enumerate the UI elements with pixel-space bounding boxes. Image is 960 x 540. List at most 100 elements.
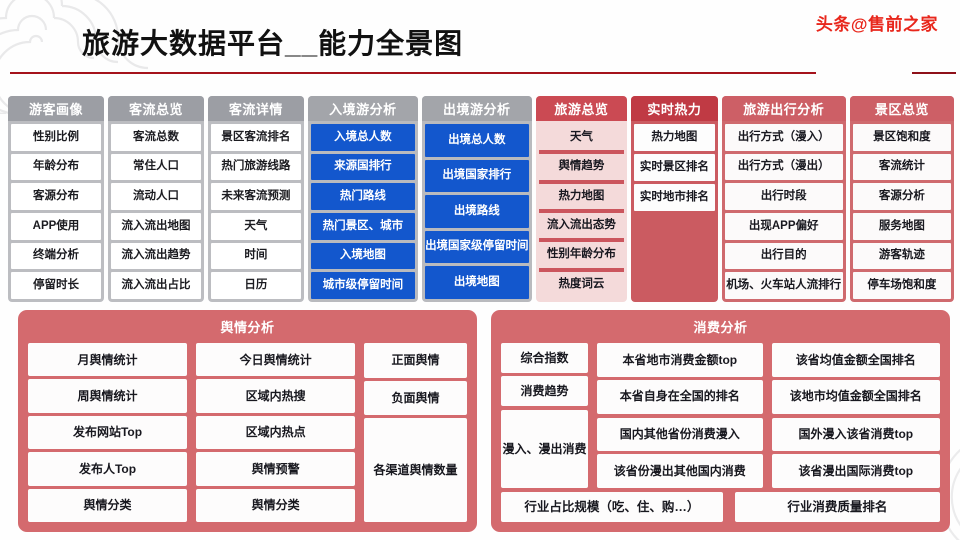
- capability-item[interactable]: 时间: [210, 242, 301, 270]
- capability-item[interactable]: 停留时长: [11, 272, 101, 300]
- capability-item[interactable]: 入境总人数: [310, 124, 415, 151]
- capability-item[interactable]: 热门旅游线路: [210, 153, 301, 181]
- capability-item[interactable]: 天气: [569, 131, 593, 144]
- capability-item[interactable]: 热门路线: [310, 183, 415, 211]
- opinion-item[interactable]: 区域内热搜: [196, 379, 356, 413]
- column-items: 入境总人数来源国排行热门路线热门景区、城市入境地图城市级停留时间: [308, 121, 418, 302]
- column-items: 客流总数常住人口流动人口流入流出地图流入流出趋势流入流出占比: [108, 121, 204, 302]
- capability-item[interactable]: 未来客流预测: [210, 183, 301, 211]
- capability-column: 旅游总览天气舆情趋势热力地图流入流出态势性别年龄分布热度词云: [535, 96, 628, 302]
- opinion-column-c: 正面舆情负面舆情各渠道舆情数量: [364, 343, 467, 522]
- capability-item[interactable]: 客源分布: [11, 183, 101, 211]
- capability-item[interactable]: 城市级停留时间: [310, 272, 415, 300]
- column-header: 旅游出行分析: [721, 96, 846, 121]
- opinion-item[interactable]: 正面舆情: [364, 343, 467, 378]
- consumption-item[interactable]: 该省漫出国际消费top: [771, 454, 940, 488]
- capability-item[interactable]: 热度词云: [538, 267, 625, 299]
- column-header: 景区总览: [849, 96, 954, 121]
- capability-item[interactable]: 天气: [210, 213, 301, 240]
- capability-item[interactable]: 流动人口: [110, 183, 201, 211]
- opinion-item[interactable]: 舆情分类: [196, 488, 356, 523]
- capability-item[interactable]: 实时地市排名: [634, 184, 715, 211]
- opinion-item[interactable]: 发布网站Top: [28, 415, 188, 450]
- capability-item[interactable]: 客源分析: [852, 183, 951, 211]
- column-items: 出境总人数出境国家排行出境路线出境国家级停留时间出境地图: [422, 121, 532, 302]
- header-divider-stub: [912, 72, 956, 74]
- opinion-item[interactable]: 发布人Top: [28, 452, 188, 486]
- column-header: 游客画像: [8, 96, 104, 121]
- capability-item[interactable]: 实时景区排名: [634, 154, 715, 181]
- consumption-item[interactable]: 该省均值金额全国排名: [771, 343, 940, 377]
- column-items: 出行方式（漫入）出行方式（漫出）出行时段出现APP偏好出行目的机场、火车站人流排…: [722, 121, 846, 302]
- consumption-item[interactable]: 本省自身在全国的排名: [597, 379, 763, 414]
- capability-item[interactable]: 性别年龄分布: [538, 238, 625, 269]
- capability-item[interactable]: 出境国家级停留时间: [424, 230, 529, 264]
- capability-item[interactable]: 出境路线: [424, 195, 529, 228]
- opinion-item[interactable]: 周舆情统计: [28, 379, 188, 413]
- column-header: 出境游分析: [421, 96, 532, 121]
- opinion-item[interactable]: 今日舆情统计: [196, 343, 356, 377]
- opinion-channel-count-cell[interactable]: 各渠道舆情数量: [364, 418, 467, 522]
- capability-item[interactable]: 出境国家排行: [424, 159, 529, 193]
- consumption-item[interactable]: 消费趋势: [501, 375, 588, 406]
- capability-item[interactable]: 热门景区、城市: [310, 213, 415, 240]
- consumption-item[interactable]: 国内其他省份消费漫入: [597, 417, 763, 452]
- consumption-item[interactable]: 本省地市消费金额top: [597, 343, 763, 377]
- capability-item[interactable]: 热力地图: [634, 124, 715, 151]
- opinion-item[interactable]: 区域内热点: [196, 415, 356, 450]
- consumption-roaming-cell[interactable]: 漫入、漫出消费: [501, 409, 588, 488]
- capability-item[interactable]: 日历: [210, 272, 301, 300]
- capability-column: 实时热力热力地图实时景区排名实时地市排名: [631, 96, 718, 302]
- capability-column: 旅游出行分析出行方式（漫入）出行方式（漫出）出行时段出现APP偏好出行目的机场、…: [721, 96, 846, 302]
- capability-item[interactable]: 常住人口: [110, 153, 201, 181]
- consumption-item[interactable]: 该省份漫出其他国内消费: [597, 454, 763, 488]
- capability-item[interactable]: 服务地图: [852, 213, 951, 240]
- capability-item[interactable]: 出现APP偏好: [724, 213, 843, 240]
- capability-item[interactable]: 流入流出趋势: [110, 242, 201, 270]
- capability-item[interactable]: 热力地图: [538, 179, 625, 211]
- capability-item[interactable]: 停车场饱和度: [852, 272, 951, 300]
- consumption-item[interactable]: 综合指数: [501, 343, 588, 373]
- opinion-item[interactable]: 舆情预警: [196, 452, 356, 486]
- opinion-item[interactable]: 负面舆情: [364, 380, 467, 416]
- capability-item[interactable]: 流入流出地图: [110, 213, 201, 240]
- capability-item[interactable]: 景区饱和度: [852, 124, 951, 151]
- capability-item[interactable]: 流入流出占比: [110, 272, 201, 300]
- capability-item[interactable]: 出行时段: [724, 183, 843, 211]
- capability-column: 客流详情景区客流排名热门旅游线路未来客流预测天气时间日历: [207, 96, 304, 302]
- capability-item[interactable]: 出行方式（漫出）: [724, 153, 843, 181]
- capability-item[interactable]: 流入流出态势: [538, 208, 625, 240]
- opinion-item[interactable]: 月舆情统计: [28, 343, 188, 377]
- capability-item[interactable]: 出境地图: [424, 266, 529, 299]
- page-title: 旅游大数据平台__能力全景图: [82, 28, 464, 59]
- column-header: 实时热力: [631, 96, 718, 121]
- opinion-item[interactable]: 舆情分类: [28, 488, 188, 523]
- capability-item[interactable]: 舆情趋势: [538, 150, 625, 181]
- capability-item[interactable]: 入境地图: [310, 242, 415, 270]
- capability-item[interactable]: 客流统计: [852, 153, 951, 181]
- capability-item[interactable]: 性别比例: [11, 124, 101, 151]
- capability-item[interactable]: 出行方式（漫入）: [724, 124, 843, 151]
- capability-item[interactable]: 游客轨迹: [852, 242, 951, 270]
- capability-item[interactable]: 出行目的: [724, 242, 843, 270]
- capability-item[interactable]: 年龄分布: [11, 153, 101, 181]
- consumption-item[interactable]: 国外漫入该省消费top: [771, 417, 940, 452]
- consumption-industry-item[interactable]: 行业占比规模（吃、住、购…）: [501, 492, 723, 522]
- consumption-right-top: 该省均值金额全国排名该地市均值金额全国排名: [771, 343, 940, 414]
- capability-item[interactable]: 景区客流排名: [210, 124, 301, 151]
- capability-column: 客流总览客流总数常住人口流动人口流入流出地图流入流出趋势流入流出占比: [107, 96, 204, 302]
- capability-item[interactable]: 机场、火车站人流排行: [724, 272, 843, 300]
- capability-item[interactable]: APP使用: [11, 213, 101, 240]
- capability-item[interactable]: 来源国排行: [310, 153, 415, 181]
- consumption-industry-item[interactable]: 行业消费质量排名: [734, 492, 940, 522]
- consumption-item[interactable]: 该地市均值金额全国排名: [771, 379, 940, 414]
- capability-item[interactable]: 客流总数: [110, 124, 201, 151]
- capability-item[interactable]: 出境总人数: [424, 124, 529, 157]
- capability-item[interactable]: 终端分析: [11, 242, 101, 270]
- consumption-bottom-row: 行业占比规模（吃、住、购…） 行业消费质量排名: [501, 492, 940, 522]
